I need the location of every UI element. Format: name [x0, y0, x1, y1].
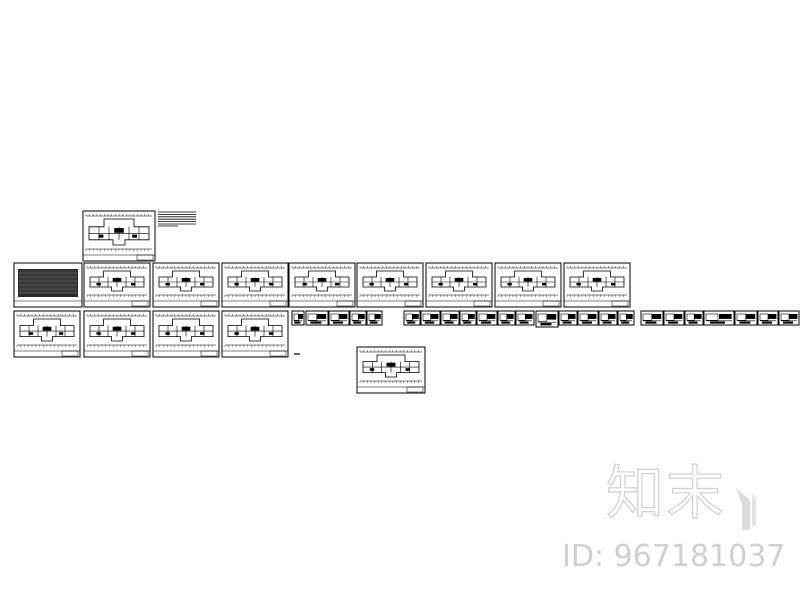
sheet-row2-3 — [152, 310, 220, 358]
sheet-row2-1 — [13, 310, 81, 358]
detail-cell-7 — [420, 310, 441, 326]
sheet-schedule — [13, 262, 83, 308]
sheet-top-plan — [82, 210, 156, 262]
detail-cell-21 — [703, 310, 735, 326]
detail-cell-18 — [640, 310, 664, 326]
notes-block — [158, 211, 196, 227]
detail-cell-5 — [366, 310, 383, 326]
sheet-row1-1 — [83, 262, 151, 308]
detail-cell-4 — [349, 310, 367, 326]
detail-cell-22 — [734, 310, 758, 326]
detail-cell-9 — [459, 310, 477, 326]
detail-cell-3 — [328, 310, 350, 326]
detail-cell-2 — [305, 310, 329, 326]
sheet-row1-2 — [152, 262, 220, 308]
detail-cell-12 — [515, 310, 535, 326]
detail-cell-6 — [403, 310, 421, 326]
watermark-id: ID: 967181037 — [562, 539, 786, 574]
drawing-sheets — [13, 210, 800, 394]
detail-cell-19 — [663, 310, 685, 326]
watermark-logo-icon — [736, 488, 756, 530]
sheet-row1-7 — [494, 262, 562, 308]
detail-cell-16 — [598, 310, 618, 326]
detail-cell-1 — [291, 310, 305, 326]
detail-cell-10 — [476, 310, 498, 326]
sheet-row1-6 — [425, 262, 493, 308]
sheet-row1-5 — [356, 262, 424, 308]
detail-cell-24 — [778, 310, 800, 326]
sheet-row1-3 — [221, 262, 289, 308]
detail-cell-14 — [558, 310, 578, 326]
sheet-bottom-plan — [356, 346, 426, 394]
detail-cell-20 — [684, 310, 704, 326]
sheet-row2-4 — [221, 310, 289, 358]
detail-cell-8 — [440, 310, 460, 326]
detail-cell-13 — [535, 310, 559, 328]
sheet-row1-8 — [563, 262, 631, 308]
sheet-row2-2 — [83, 310, 151, 358]
detail-cell-23 — [757, 310, 779, 326]
detail-cell-11 — [497, 310, 516, 326]
detail-cell-17 — [617, 310, 635, 326]
watermark-site-name: 知末 — [605, 459, 727, 527]
sheet-row1-4 — [288, 262, 356, 308]
detail-cell-15 — [577, 310, 599, 326]
